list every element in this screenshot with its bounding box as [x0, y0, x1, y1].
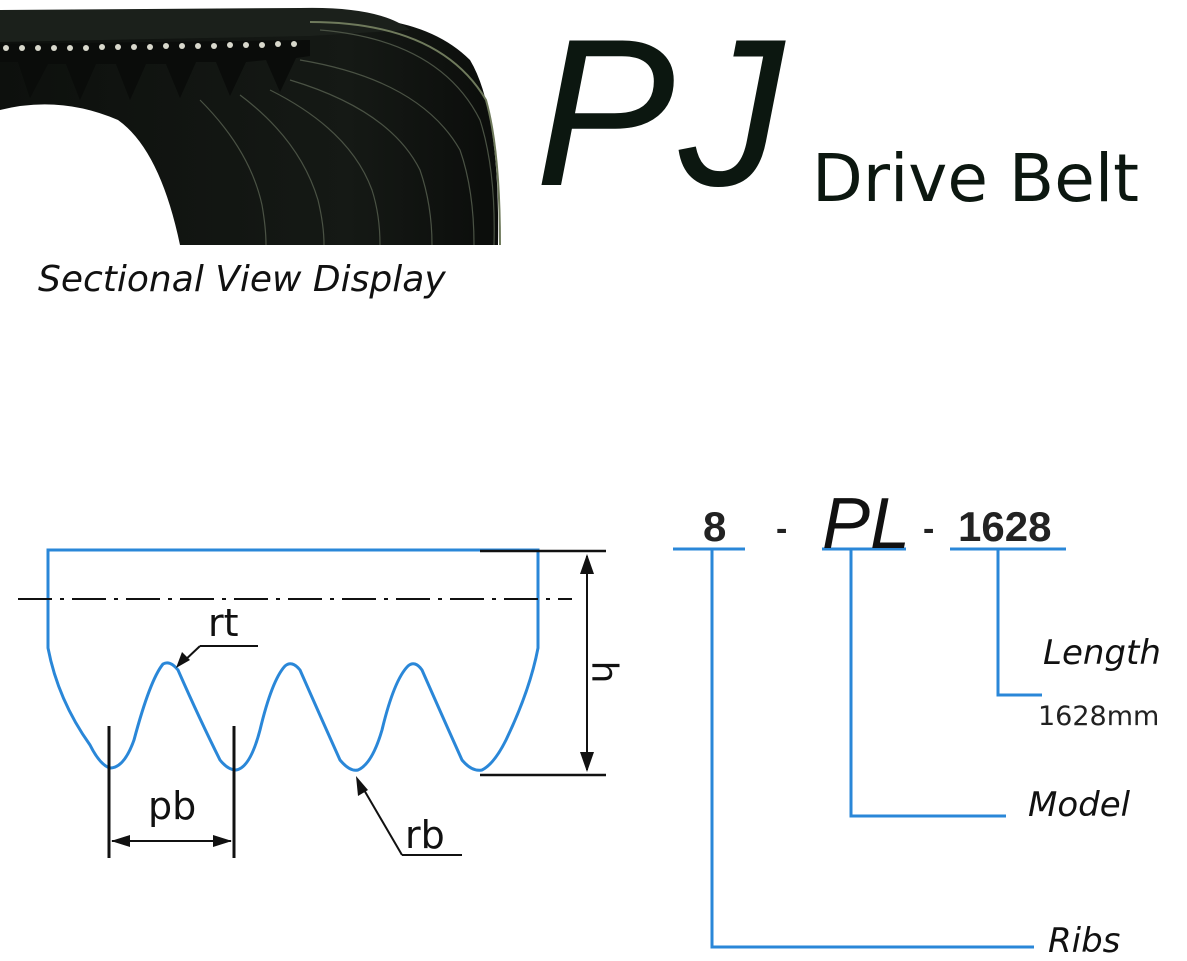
h-arrow-top — [580, 554, 594, 574]
code-model-value: PL — [822, 484, 911, 564]
code-separator: - — [776, 510, 788, 548]
legend-length-label: Length — [1043, 633, 1161, 673]
legend-model-label: Model — [1028, 785, 1131, 825]
title-pj: PJ — [535, 0, 789, 230]
legend-length-value: 1628mm — [1038, 701, 1160, 732]
pb-arrow-left — [111, 835, 130, 847]
h-arrow-bottom — [580, 752, 594, 772]
belt-profile-outline — [46, 548, 540, 772]
rb-leader — [359, 782, 403, 856]
title-drive-belt: Drive Belt — [812, 140, 1140, 217]
length-connector — [996, 549, 1042, 697]
rb-arrow — [356, 776, 368, 796]
label-rt: rt — [208, 601, 239, 645]
rt-arrow — [176, 652, 190, 668]
code-separator: - — [923, 510, 935, 548]
pb-arrow-right — [213, 835, 232, 847]
label-pb: pb — [148, 784, 197, 828]
sectional-view-caption: Sectional View Display — [38, 259, 446, 300]
code-ribs-value: 8 — [703, 503, 727, 550]
label-rb: rb — [405, 813, 445, 857]
label-h: h — [583, 660, 625, 684]
model-connector — [849, 549, 1006, 818]
belt-sectional-image — [0, 7, 501, 246]
legend-ribs-label: Ribs — [1048, 921, 1121, 961]
code-length-value: 1628 — [958, 503, 1052, 550]
ribs-connector — [710, 549, 1034, 949]
